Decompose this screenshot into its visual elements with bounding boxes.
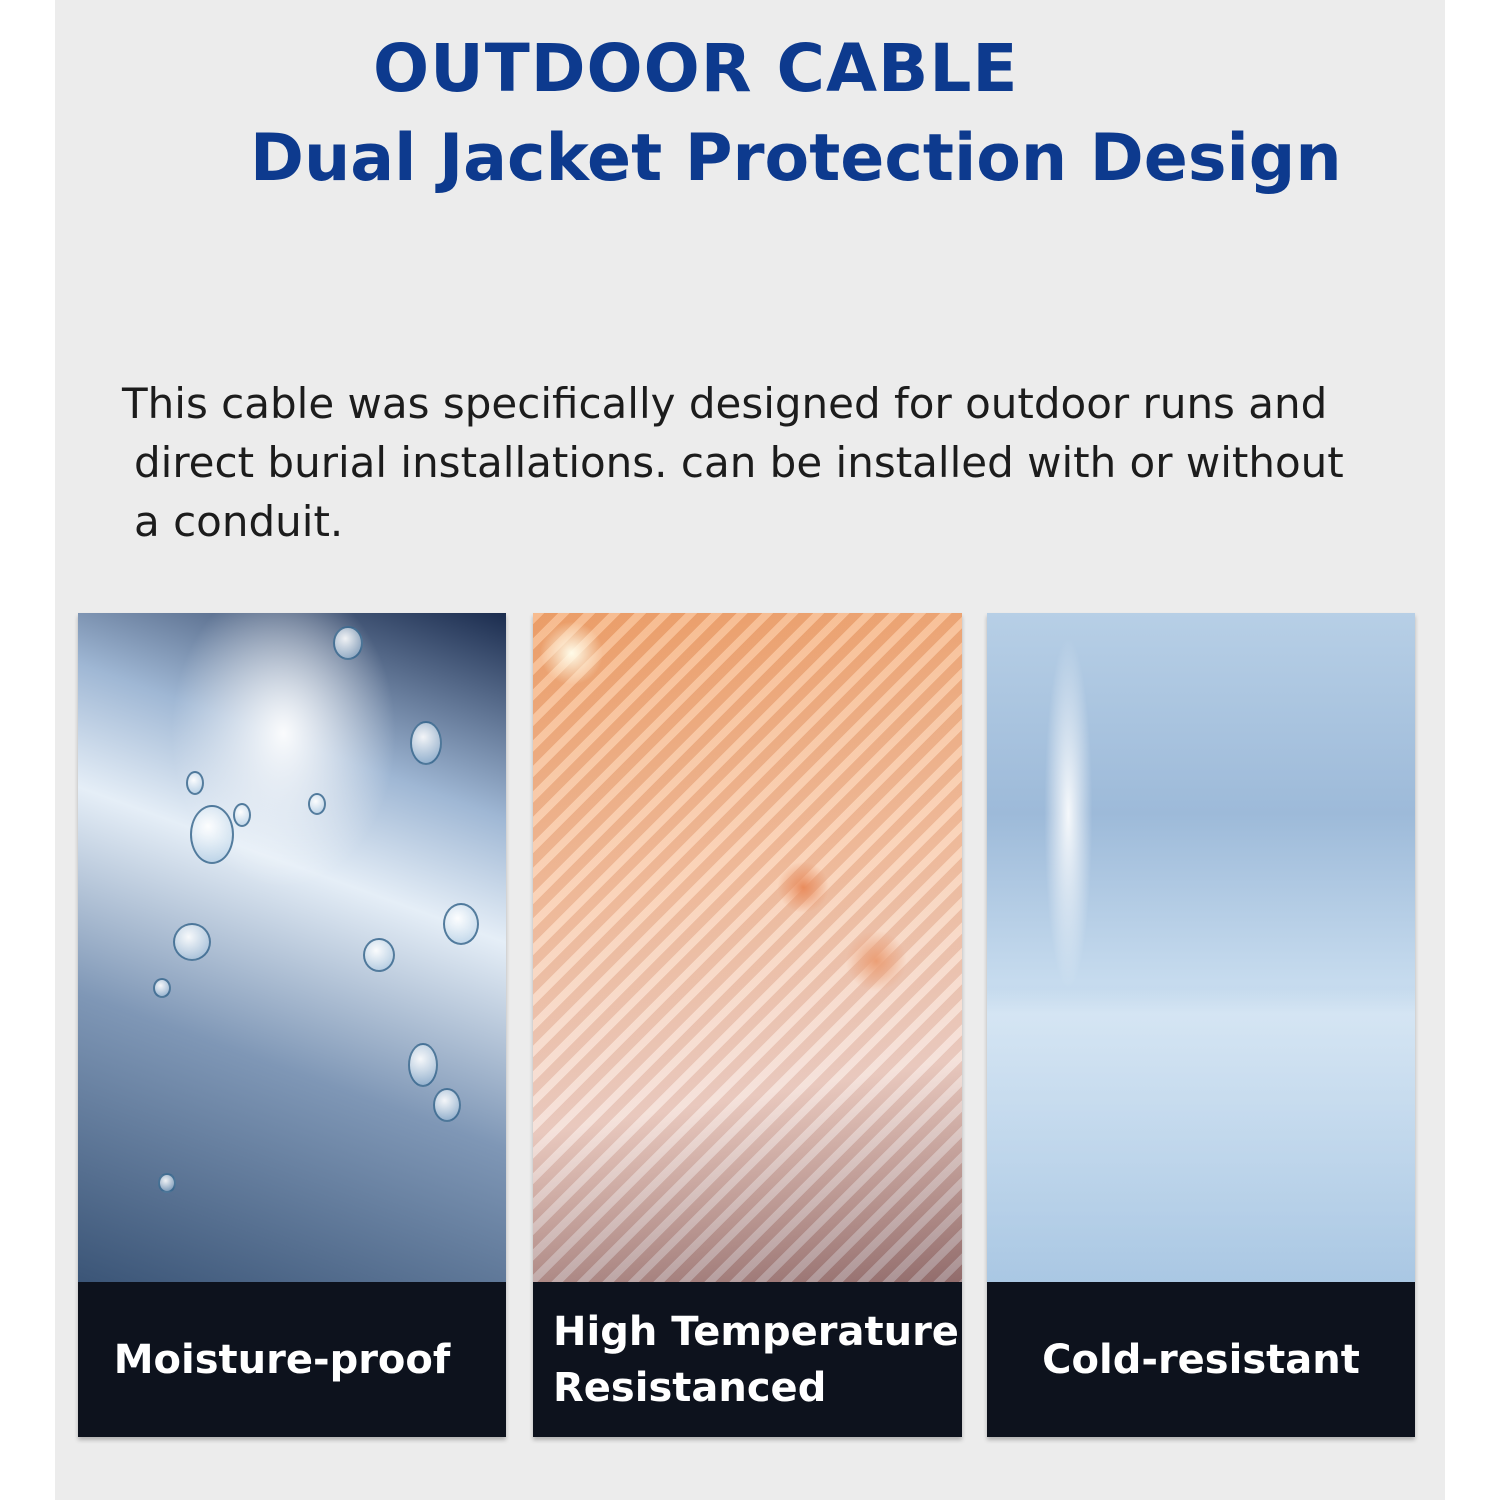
feature-card-high-temperature: High Temperature Resistanced [533,613,962,1437]
frozen-city-image [987,613,1415,1282]
page-title: OUTDOOR CABLE [373,30,1019,107]
description-text: This cable was specifically designed for… [122,374,1422,551]
feature-label-text: Moisture-proof [113,1336,451,1383]
feature-card-moisture-proof: Moisture-proof [78,613,506,1437]
feature-label: High Temperature Resistanced [533,1282,962,1437]
feature-label-text-line-1: High Temperature [553,1308,959,1355]
water-droplets-image [78,613,506,1282]
description-line-3: a conduit. [134,497,344,546]
sunlit-building-image [533,613,962,1282]
feature-label: Moisture-proof [78,1282,506,1437]
feature-label: Cold-resistant [987,1282,1415,1437]
description-line-1: This cable was specifically designed for… [122,379,1328,428]
description-line-2: direct burial installations. can be inst… [134,438,1344,487]
feature-card-cold-resistant: Cold-resistant [987,613,1415,1437]
page-subtitle: Dual Jacket Protection Design [250,121,1342,196]
feature-label-text-line-2: Resistanced [553,1364,827,1411]
feature-label-text: Cold-resistant [1042,1336,1360,1383]
